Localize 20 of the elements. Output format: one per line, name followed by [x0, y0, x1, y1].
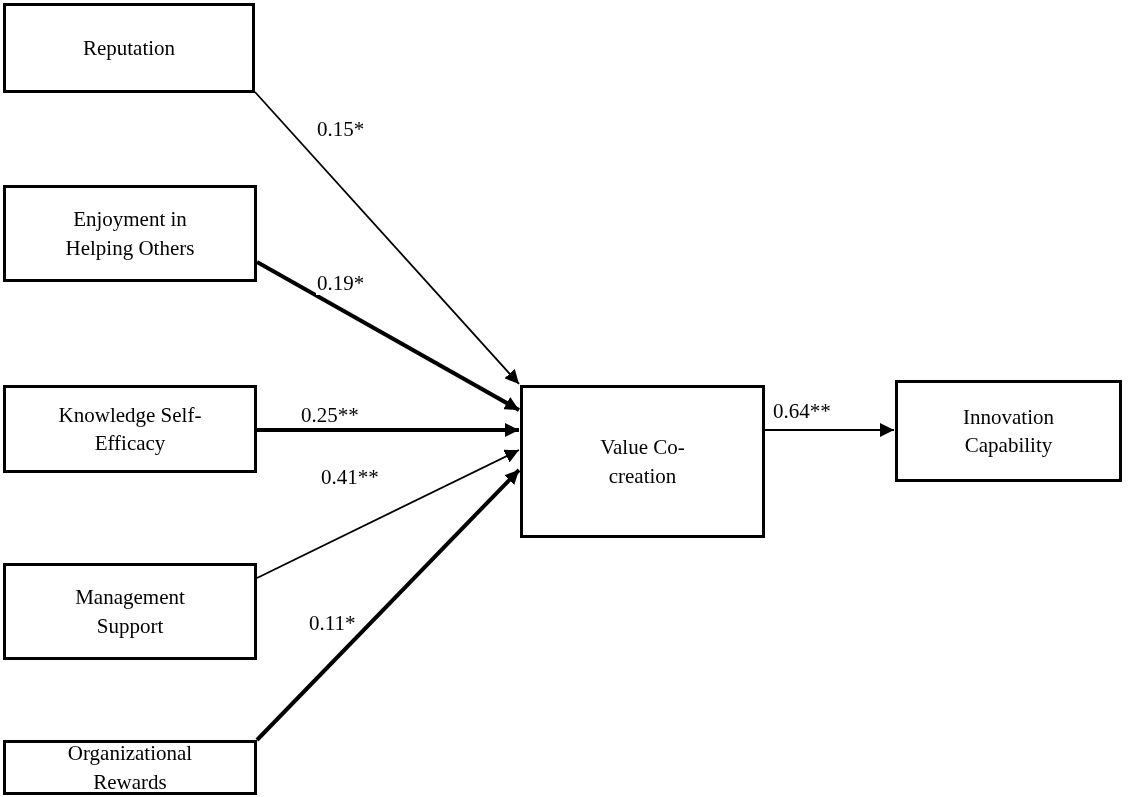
construct-box — [3, 385, 257, 473]
construct-name: Reputation — [81, 34, 177, 62]
arrow — [257, 423, 519, 437]
arrow — [254, 91, 520, 385]
construct-name: Innovation Capability — [962, 403, 1055, 459]
construct-box — [3, 3, 255, 93]
arrow — [255, 468, 521, 742]
construct-box — [895, 380, 1122, 482]
arrow — [256, 449, 520, 579]
arrow — [764, 423, 895, 437]
construct-box — [3, 563, 257, 660]
construct-name: Organizational Rewards — [66, 740, 194, 796]
construct-name: Knowledge Self-Efficacy — [57, 401, 203, 457]
construct-box — [3, 740, 257, 795]
construct-name: Value Co-creation — [599, 434, 686, 490]
construct-box — [3, 185, 257, 282]
construct-box — [520, 385, 765, 538]
construct-name: Management Support — [74, 584, 186, 640]
construct-name: Enjoyment in Helping Others — [64, 206, 196, 262]
arrow — [256, 260, 520, 412]
